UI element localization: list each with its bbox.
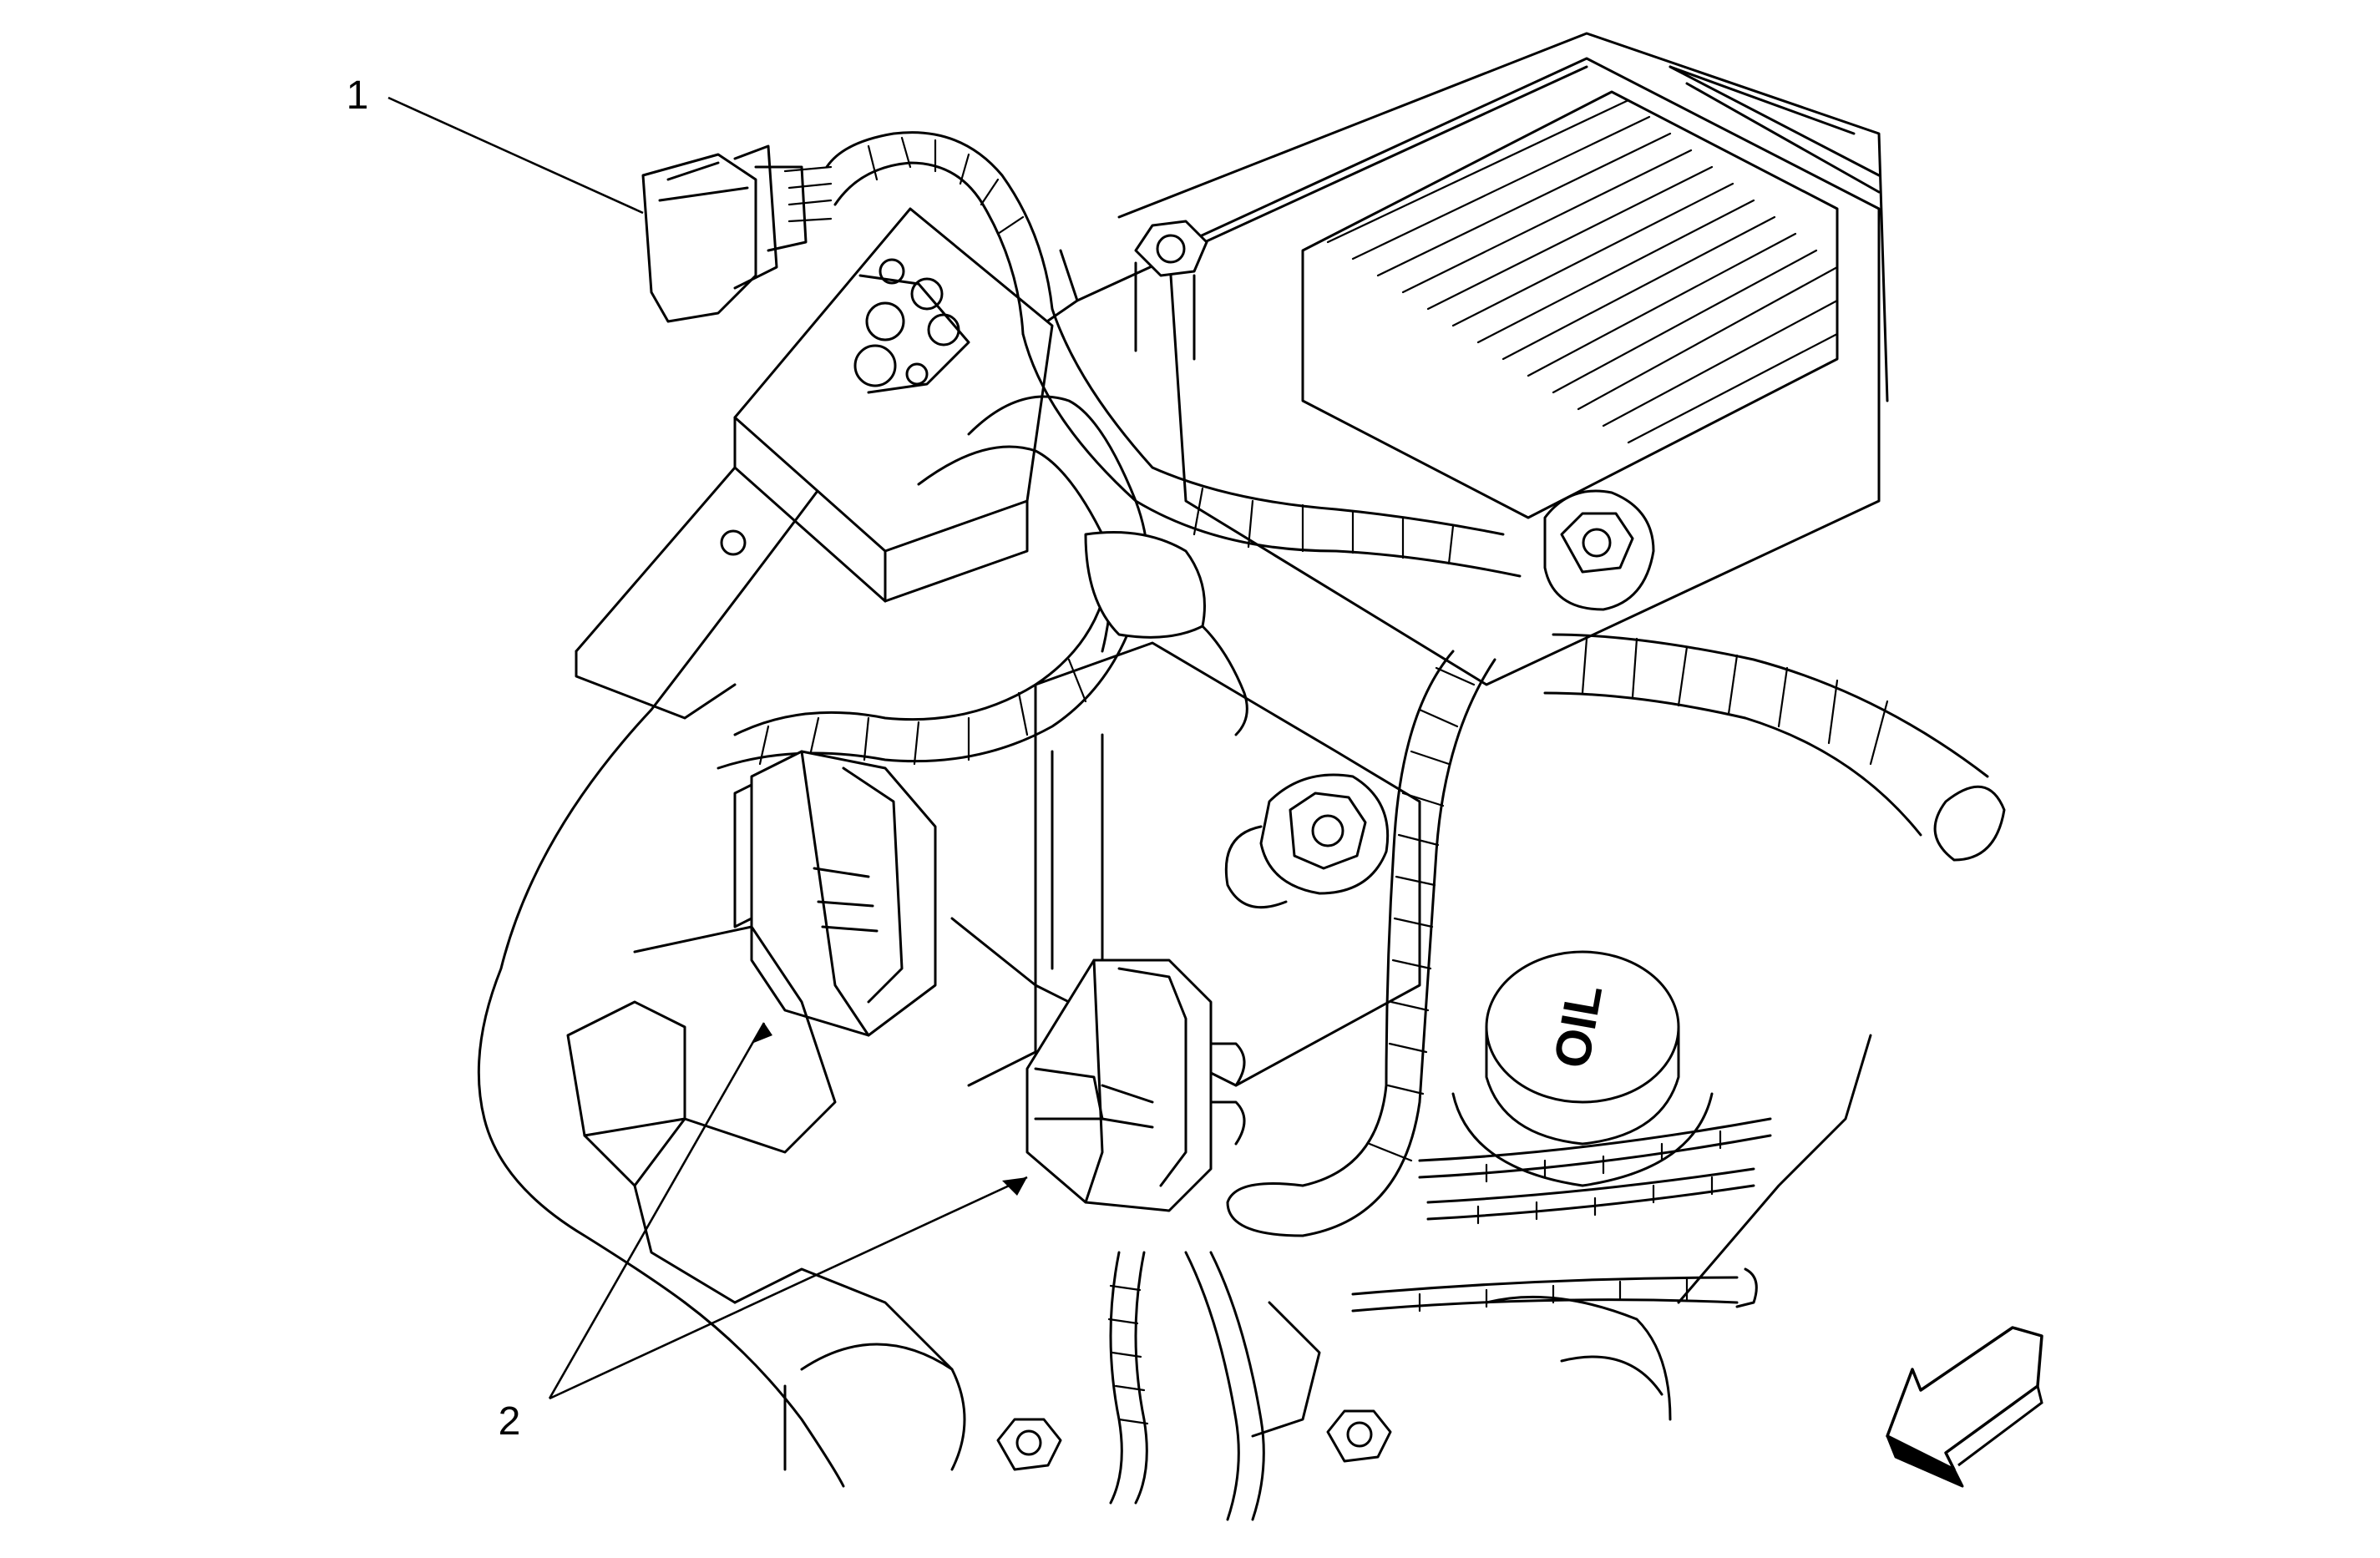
callout-1-label: 1 — [347, 73, 369, 118]
left-harness — [717, 599, 1129, 770]
bottom-bolt-right — [1326, 1409, 1392, 1463]
manifold-bolt-left — [1134, 220, 1208, 361]
lower-engine — [566, 925, 966, 1471]
connector-1 — [641, 144, 833, 323]
coolant-hose — [917, 395, 1248, 736]
manifold-ribs — [1326, 99, 1839, 444]
callout-2-label: 2 — [499, 1399, 521, 1444]
connector-2a — [733, 750, 937, 1037]
center-harness — [1226, 650, 1496, 1237]
direction-arrow-icon — [1886, 1326, 2043, 1488]
wire-bundle — [1351, 1117, 1772, 1313]
leader-lines — [387, 96, 1028, 1400]
right-housing — [1485, 1034, 1872, 1421]
module-bracket — [575, 207, 1054, 720]
connector-2b — [1025, 959, 1246, 1212]
manifold-bolt-right — [1543, 489, 1655, 611]
engine-outline — [477, 32, 1889, 1488]
center-nut — [1224, 773, 1390, 909]
bottom-bolt-left — [996, 1418, 1062, 1471]
right-harness — [1543, 633, 2006, 862]
lower-harness — [1107, 1251, 1321, 1521]
intake-manifold — [1167, 57, 1881, 686]
upper-harness — [825, 131, 1522, 578]
oil-filler-cap: OIL — [1451, 950, 1714, 1187]
